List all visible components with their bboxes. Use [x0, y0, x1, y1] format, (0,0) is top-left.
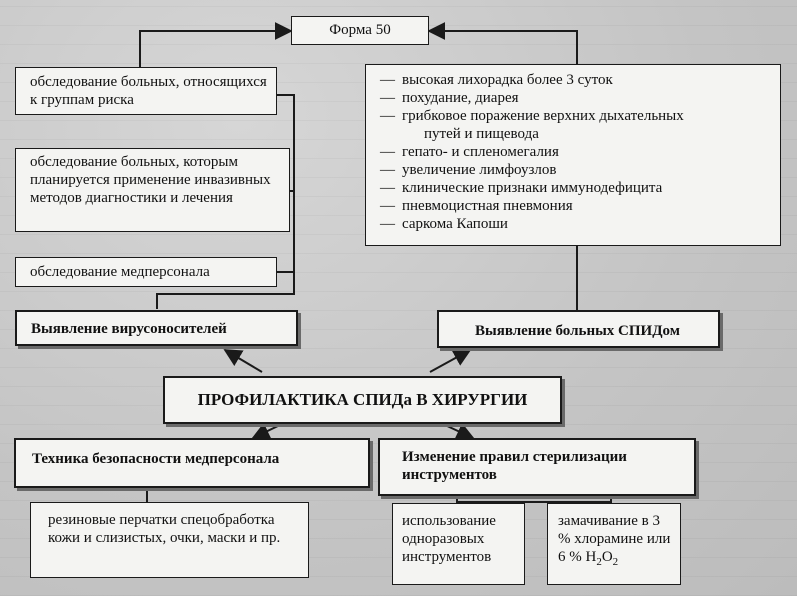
- symptoms-box: высокая лихорадка более 3 суток похудани…: [365, 64, 781, 246]
- connector-top-left-v: [139, 30, 141, 67]
- connector-steril-h: [456, 501, 612, 503]
- symptom-item: грибковое поражение верхних дыхательных: [380, 107, 774, 125]
- sterilization-box: Изменение правил стерилизации инструмент…: [378, 438, 696, 496]
- risk-group-box: обследование больных, относящихся к груп…: [15, 67, 277, 115]
- safety-items-box: резиновые перчатки спецобработка кожи и …: [30, 502, 309, 578]
- soaking-text-suffix: O: [601, 549, 613, 565]
- main-title-box: ПРОФИЛАКТИКА СПИДа В ХИРУРГИИ: [163, 376, 562, 424]
- symptom-item: клинические признаки иммунодефицита: [380, 179, 774, 197]
- connector-left-4: [156, 293, 295, 295]
- soaking-subscript-2: 2: [612, 556, 619, 568]
- sterilization-text: Изменение правил стерилизации инструмент…: [402, 449, 627, 483]
- connector-top-right-v: [576, 30, 578, 64]
- arrow-to-safety: [251, 422, 281, 440]
- forma-50-label: Форма 50: [329, 22, 391, 38]
- symptom-item: высокая лихорадка более 3 суток: [380, 71, 774, 89]
- risk-group-text: обследование больных, относящихся к груп…: [30, 74, 267, 108]
- patients-box: Выявление больных СПИДом: [437, 310, 720, 348]
- connector-left-5: [156, 293, 158, 309]
- soaking-box: замачивание в 3 % хлорамине или 6 % H2O2: [547, 503, 681, 585]
- invasive-text: обследование больных, которым планируетс…: [30, 154, 271, 206]
- connector-steril-down: [456, 495, 458, 503]
- safety-text: Техника безопасности медперсонала: [32, 451, 280, 467]
- arrow-to-carriers: [223, 349, 263, 373]
- carriers-box: Выявление вирусоносителей: [15, 310, 298, 346]
- symptom-item: увеличение лимфоузлов: [380, 161, 774, 179]
- safety-items-text: резиновые перчатки спецобработка кожи и …: [48, 512, 281, 546]
- connector-top-left-h: [139, 30, 291, 32]
- symptom-item: похудание, диарея: [380, 89, 774, 107]
- symptom-item: гепато- и спленомегалия: [380, 143, 774, 161]
- carriers-text: Выявление вирусоносителей: [31, 321, 227, 337]
- invasive-box: обследование больных, которым планируетс…: [15, 148, 290, 232]
- connector-safety-down: [146, 487, 148, 502]
- connector-top-right-h: [429, 30, 578, 32]
- staff-exam-text: обследование медперсонала: [30, 264, 210, 280]
- connector-left-spine: [293, 94, 295, 294]
- safety-box: Техника безопасности медперсонала: [14, 438, 370, 488]
- staff-exam-box: обследование медперсонала: [15, 257, 277, 287]
- connector-left-1: [276, 94, 294, 96]
- symptoms-list: высокая лихорадка более 3 суток похудани…: [380, 71, 774, 233]
- arrow-to-patients: [429, 349, 472, 373]
- disposable-text: использование одноразовых инструментов: [402, 513, 496, 565]
- connector-steril-right: [610, 495, 612, 503]
- connector-left-2: [290, 190, 294, 192]
- soaking-text: замачивание в 3 % хлорамине или 6 % H: [558, 513, 671, 565]
- patients-text: Выявление больных СПИДом: [475, 323, 680, 339]
- arrow-to-sterilization: [444, 423, 475, 440]
- main-title: ПРОФИЛАКТИКА СПИДа В ХИРУРГИИ: [197, 390, 528, 409]
- connector-left-3: [276, 271, 294, 273]
- forma-50-box: Форма 50: [291, 16, 429, 45]
- symptom-item: пневмоцистная пневмония: [380, 197, 774, 215]
- disposable-box: использование одноразовых инструментов: [392, 503, 525, 585]
- connector-right-down: [576, 246, 578, 310]
- symptom-item-continuation: путей и пищевода: [424, 126, 539, 142]
- symptom-item: саркома Капоши: [380, 215, 774, 233]
- soaking-subscript: 2: [596, 556, 602, 568]
